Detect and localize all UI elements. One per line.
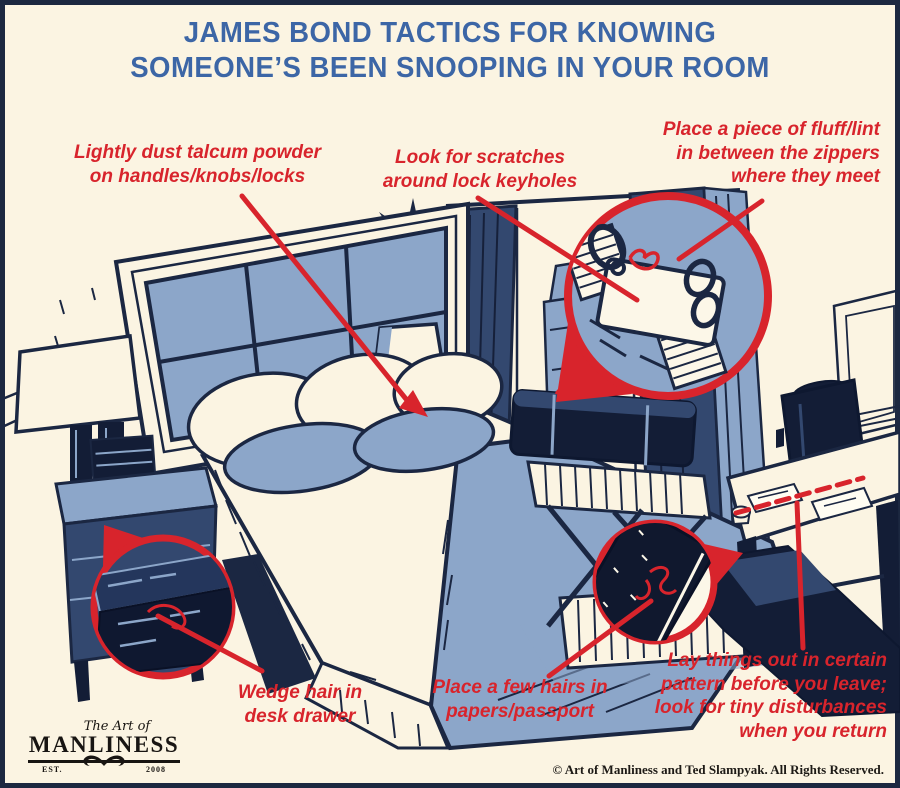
callout-wedge-hair: Wedge hair in desk drawer xyxy=(237,682,363,727)
title-line-1: JAMES BOND TACTICS FOR KNOWING xyxy=(183,17,717,49)
callout-lines xyxy=(155,193,866,679)
logo-est-label: EST. xyxy=(42,765,63,775)
copyright-notice: © Art of Manliness and Ted Slampyak. All… xyxy=(552,762,884,777)
hairs-in-passport xyxy=(634,566,678,601)
magnifier-passport-closeup xyxy=(592,519,743,645)
title-line-2: SOMEONE’S BEEN SNOOPING IN YOUR ROOM xyxy=(130,52,770,85)
papers xyxy=(810,486,874,522)
lint-fluff xyxy=(628,248,660,271)
page-title: JAMES BOND TACTICS FOR KNOWING SOMEONE’S… xyxy=(23,16,878,87)
art-of-manliness-logo: The Art of MANLINESS EST. 2008 xyxy=(28,720,180,780)
callout-line-hairs-papers xyxy=(546,598,654,679)
callout-line-wedge-hair xyxy=(155,613,265,674)
callout-lay-pattern: Lay things out in certain pattern before… xyxy=(654,650,887,742)
pattern-dashed-line xyxy=(733,475,866,516)
callout-lock-scratches: Look for scratches around lock keyholes xyxy=(382,147,578,192)
pillows xyxy=(186,351,504,495)
callout-line-talcum xyxy=(239,193,409,402)
luggage-rack xyxy=(509,387,712,628)
left-table-lamp xyxy=(14,334,142,483)
logo-est-row: EST. 2008 xyxy=(28,755,180,780)
callout-line-lay-pattern xyxy=(794,500,806,651)
callout-hairs-papers: Place a few hairs in papers/passport xyxy=(432,677,608,722)
callout-arrowhead-talcum xyxy=(399,390,428,417)
logo-name: MANLINESS xyxy=(28,732,180,757)
magnifier-drawer-closeup xyxy=(90,525,236,680)
suitcase xyxy=(509,389,697,468)
callout-talcum-powder: Lightly dust talcum powder on handles/kn… xyxy=(73,142,321,187)
desk-chair xyxy=(694,544,900,718)
callout-line-scratches xyxy=(475,195,640,303)
logo-tagline: The Art of xyxy=(83,719,151,734)
mustache-icon xyxy=(82,754,126,772)
callout-zipper-fluff: Place a piece of fluff/lint in between t… xyxy=(662,119,880,188)
desk xyxy=(694,378,900,718)
magnifier-zipper-closeup xyxy=(556,192,772,402)
callout-line-fluff xyxy=(676,198,765,262)
logo-year: 2008 xyxy=(146,765,166,775)
